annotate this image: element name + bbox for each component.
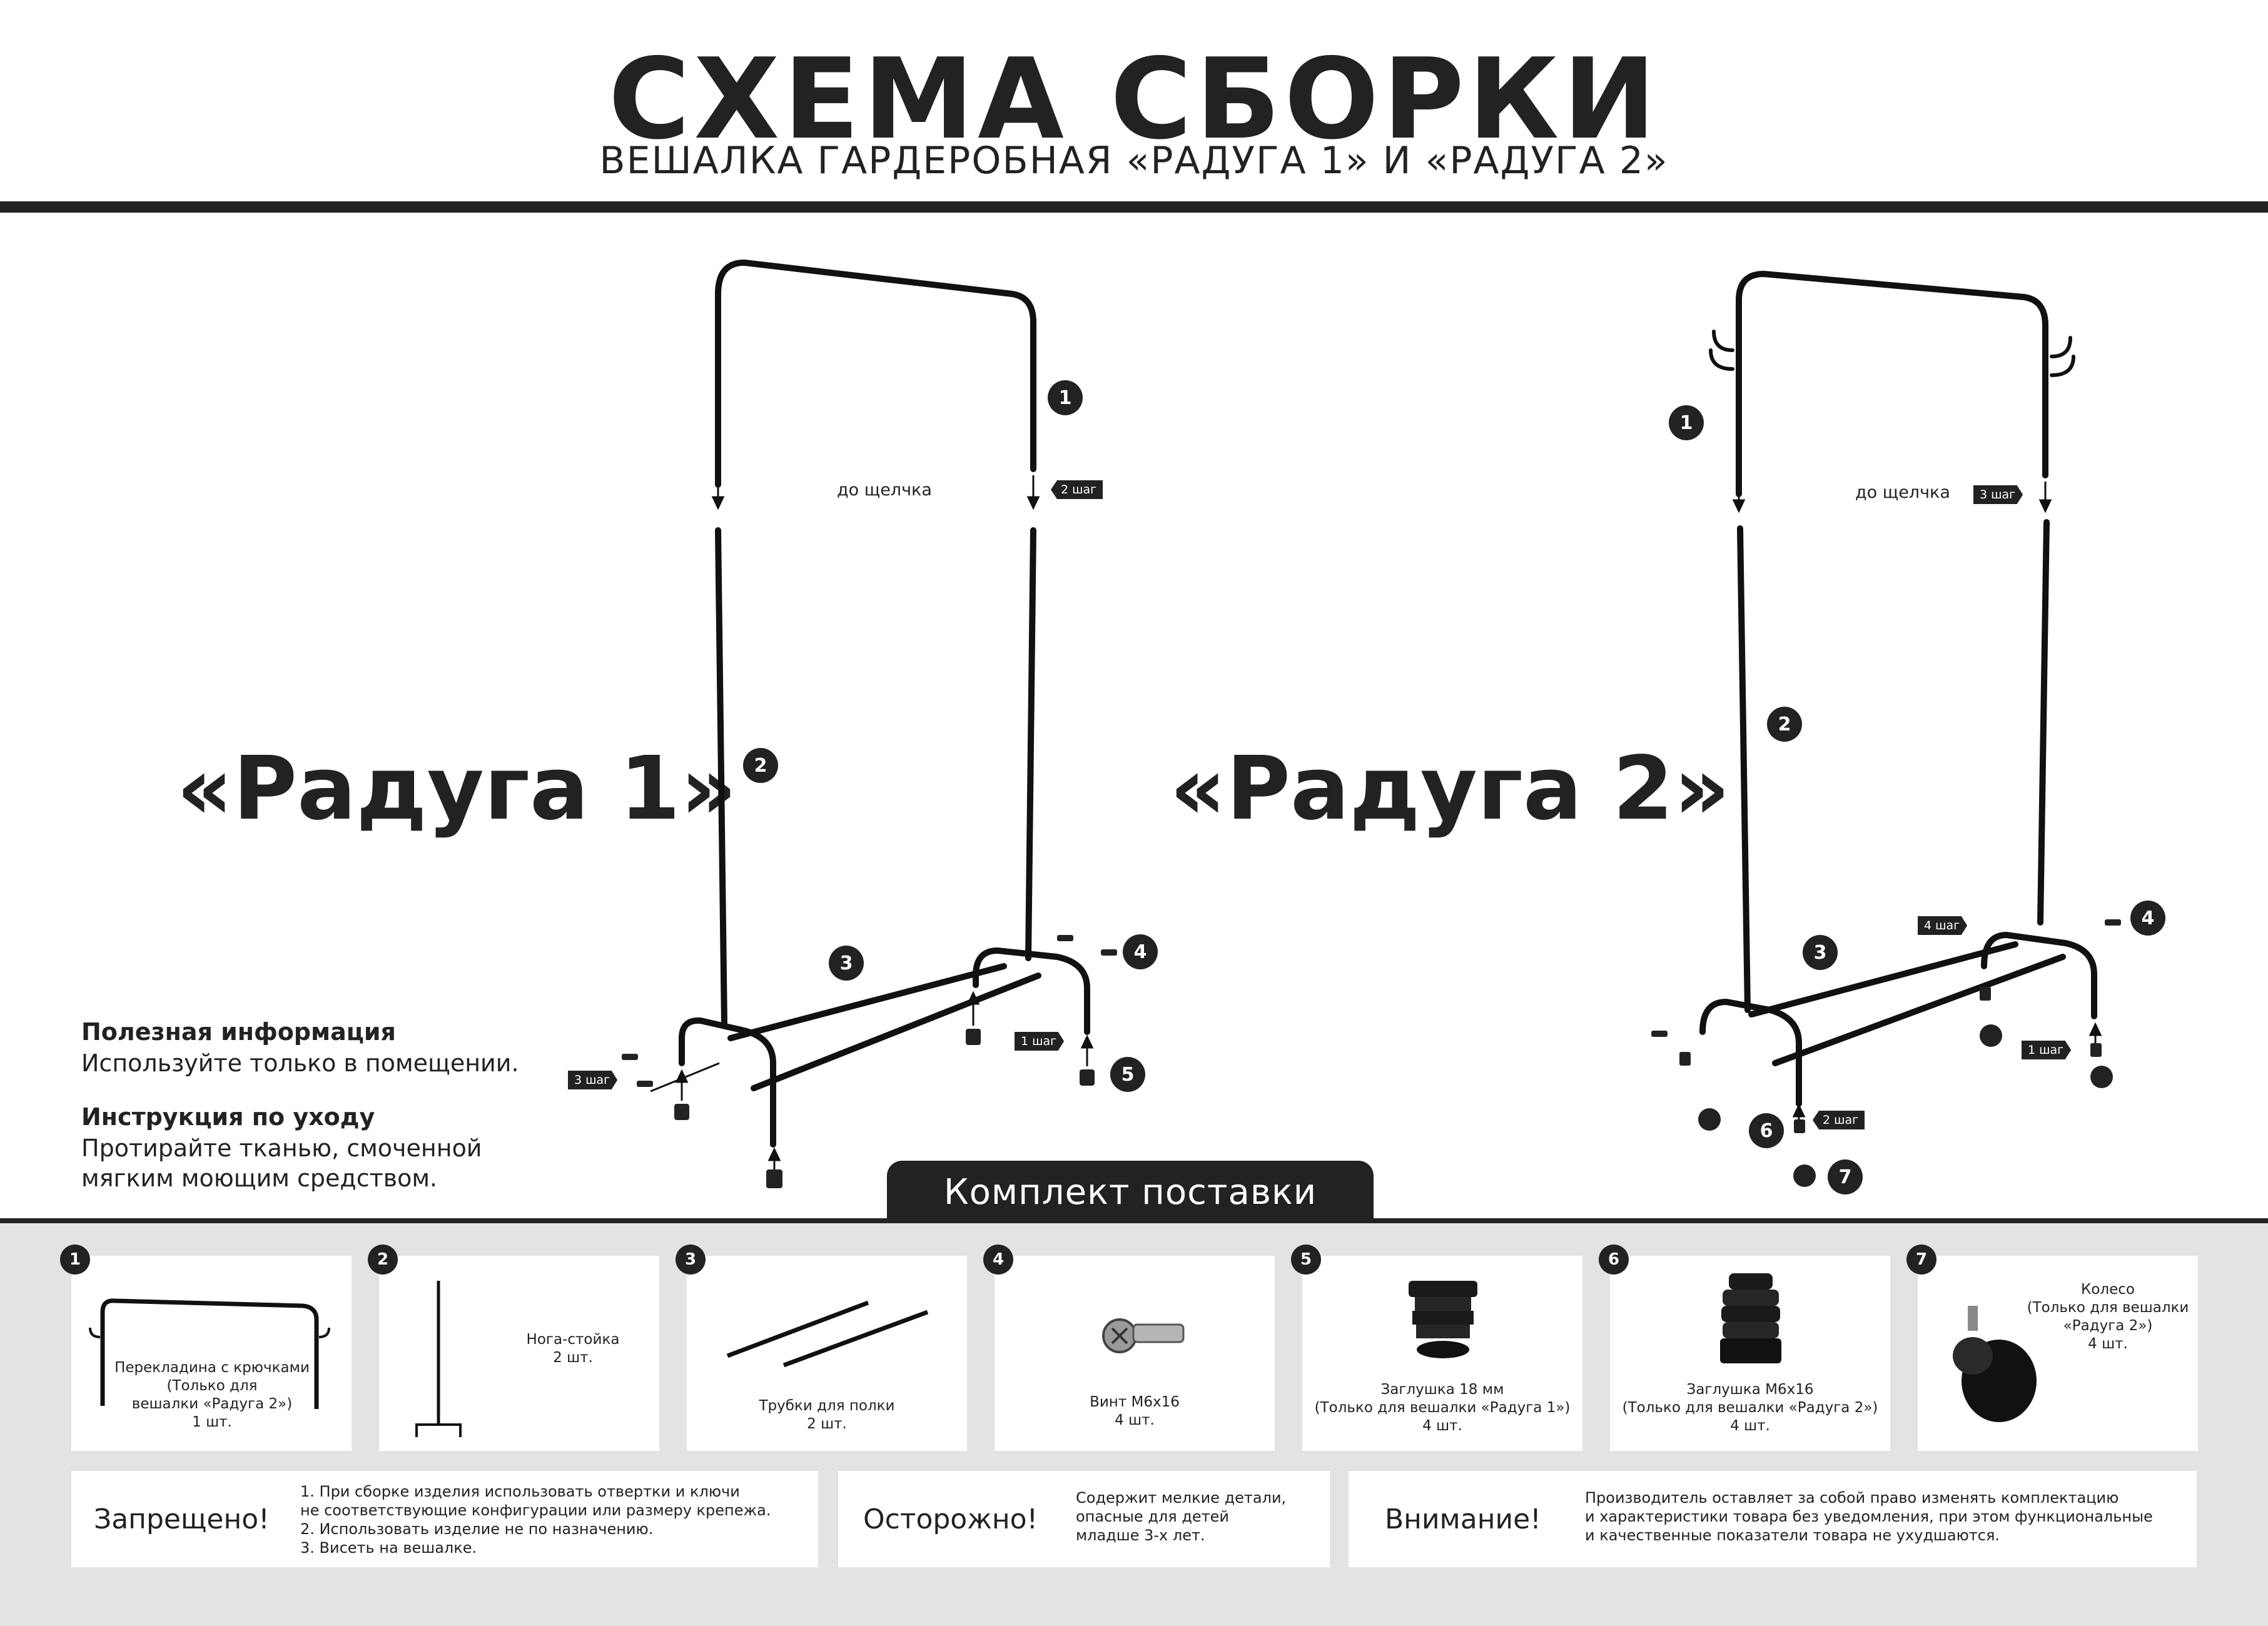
crossbar-with-hooks-icon — [89, 1298, 330, 1409]
kit-badge-6: 6 — [1599, 1245, 1629, 1275]
header-divider — [0, 201, 2268, 213]
caution-title: Осторожно! — [863, 1503, 1038, 1535]
model-name-raduga-2: «Радуга 2» — [1170, 738, 1731, 840]
left-part-badge-3: 3 — [829, 946, 864, 981]
right-step-3-tag: 3 шаг — [1973, 485, 2023, 504]
care-text-line-2: мягким моющим средством. — [81, 1164, 438, 1192]
attention-title: Внимание! — [1385, 1503, 1541, 1535]
kit-item-7: Колесо (Только для вешалки «Радуга 2») 4… — [1918, 1256, 2198, 1451]
kit-badge-1: 1 — [60, 1245, 90, 1275]
right-shelf-tube-1 — [1748, 941, 2018, 1018]
left-leg-left — [715, 527, 727, 1028]
useful-info-text: Используйте только в помещении. — [81, 1049, 519, 1077]
left-foot-back — [973, 947, 1090, 1035]
forbidden-box: Запрещено! 1. При сборке изделия использ… — [71, 1471, 818, 1567]
left-part-badge-2: 2 — [743, 748, 778, 783]
right-part-badge-6: 6 — [1749, 1113, 1784, 1148]
kit-item-1-text: Перекладина с крючками (Только для вешал… — [114, 1360, 310, 1430]
left-shelf-tube-2 — [751, 972, 1041, 1091]
right-shelf-tube-2 — [1772, 954, 2066, 1066]
caution-text: Содержит мелкие детали, опасные для дете… — [1076, 1489, 1287, 1544]
left-step-3-tag: 3 шаг — [568, 1071, 618, 1089]
leg-stand-icon — [415, 1281, 462, 1437]
left-part-badge-5: 5 — [1110, 1057, 1145, 1092]
right-crossbar-frame — [1736, 270, 2048, 497]
right-step-1-tag: 1 шаг — [2022, 1041, 2072, 1059]
right-step-2-tag: 2 шаг — [1813, 1111, 1865, 1129]
care-title: Инструкция по уходу — [81, 1103, 375, 1131]
kit-item-3: Трубки для полки 2 шт. — [687, 1256, 967, 1451]
right-part-badge-3: 3 — [1803, 935, 1838, 970]
left-shelf-tube-1 — [727, 963, 1007, 1041]
end-cap-18mm-icon — [1409, 1281, 1477, 1358]
page-subtitle: ВЕШАЛКА ГАРДЕРОБНАЯ «РАДУГА 1» И «РАДУГА… — [599, 139, 1669, 183]
kit-banner: Комплект поставки — [887, 1161, 1374, 1223]
kit-item-6-text: Заглушка М6х16 (Только для вешалки «Раду… — [1622, 1381, 1878, 1434]
right-leg-left — [1737, 525, 1751, 1013]
right-part-badge-2: 2 — [1767, 707, 1802, 742]
useful-info-title: Полезная информация — [81, 1018, 396, 1046]
caution-box: Осторожно! Содержит мелкие детали, опасн… — [838, 1471, 1330, 1567]
kit-item-3-text: Трубки для полки 2 шт. — [759, 1398, 895, 1432]
left-click-label: до щелчка — [837, 480, 932, 500]
kit-badge-3: 3 — [676, 1245, 706, 1275]
kit-item-2-text: Нога-стойка 2 шт. — [526, 1331, 620, 1366]
care-text-line-1: Протирайте тканью, смоченной — [81, 1134, 482, 1162]
shelf-tubes-icon — [726, 1300, 929, 1368]
kit-badge-2: 2 — [368, 1245, 398, 1275]
kit-item-4-text: Винт М6х16 4 шт. — [1090, 1394, 1180, 1428]
forbidden-title: Запрещено! — [94, 1503, 270, 1535]
kit-item-5: Заглушка 18 мм (Только для вешалки «Раду… — [1302, 1256, 1582, 1451]
left-part-badge-1: 1 — [1048, 380, 1083, 415]
left-crossbar-frame — [715, 259, 1036, 488]
right-part-badge-4: 4 — [2130, 901, 2165, 936]
left-part-badge-4: 4 — [1123, 934, 1158, 969]
right-part-badge-1: 1 — [1669, 405, 1704, 440]
kit-item-5-text: Заглушка 18 мм (Только для вешалки «Раду… — [1314, 1381, 1571, 1434]
kit-item-7-text: Колесо (Только для вешалки «Радуга 2») 4… — [2027, 1281, 2189, 1352]
kit-badge-7: 7 — [1906, 1245, 1936, 1275]
wheel-icon — [1953, 1306, 2037, 1422]
left-step-1-tag: 1 шаг — [1015, 1032, 1065, 1051]
kit-item-1: Перекладина с крючками (Только для вешал… — [71, 1256, 352, 1451]
kit-item-6: Заглушка М6х16 (Только для вешалки «Раду… — [1610, 1256, 1890, 1451]
end-cap-m6-icon — [1720, 1273, 1781, 1363]
attention-box: Внимание! Производитель оставляет за соб… — [1349, 1471, 2197, 1567]
kit-badge-5: 5 — [1291, 1245, 1321, 1275]
page-title: СХЕМА СБОРКИ — [608, 34, 1660, 164]
right-click-label: до щелчка — [1855, 483, 1950, 502]
left-leg-right — [1025, 527, 1036, 961]
right-part-badge-7: 7 — [1828, 1159, 1863, 1194]
screw-icon — [1102, 1318, 1185, 1353]
model-name-raduga-1: «Радуга 1» — [176, 738, 737, 840]
right-leg-right — [2037, 519, 2050, 926]
kit-badge-4: 4 — [983, 1245, 1013, 1275]
kit-item-2: Нога-стойка 2 шт. — [379, 1256, 659, 1451]
kit-item-4: Винт М6х16 4 шт. — [995, 1256, 1275, 1451]
right-step-4-tag: 4 шаг — [1918, 916, 1968, 935]
left-step-2-tag: 2 шаг — [1051, 480, 1103, 499]
attention-text: Производитель оставляет за собой право и… — [1585, 1489, 2153, 1544]
left-foot-front — [679, 1017, 776, 1148]
forbidden-text: 1. При сборке изделия использовать отвер… — [300, 1483, 771, 1557]
